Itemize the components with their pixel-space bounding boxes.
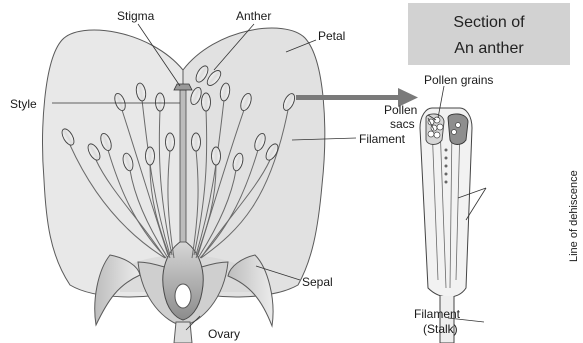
- label-pollen-grains: Pollen grains: [424, 73, 493, 87]
- section-title-line1: Section of: [453, 14, 525, 31]
- label-filament-stalk: Filament: [414, 307, 461, 321]
- style: [180, 90, 186, 242]
- label-line-of-dehiscence: Line of dehiscence: [568, 170, 580, 262]
- label-pollen: Pollen: [384, 103, 417, 117]
- label-stalk: (Stalk): [423, 322, 458, 336]
- label-stigma: Stigma: [117, 9, 155, 23]
- label-style: Style: [10, 97, 37, 111]
- section-title-line2: An anther: [454, 40, 524, 57]
- pedicel: [174, 322, 192, 343]
- label-petal: Petal: [318, 29, 345, 43]
- stigma: [174, 84, 192, 90]
- flower-section: Stigma Anther Petal Style Filament Sepal…: [10, 9, 406, 343]
- label-ovary: Ovary: [208, 327, 240, 341]
- ovule: [175, 284, 191, 308]
- label-sacs: sacs: [390, 117, 415, 131]
- anther-section: Section of An anther: [384, 3, 580, 343]
- label-anther: Anther: [236, 9, 271, 23]
- label-sepal: Sepal: [302, 275, 333, 289]
- label-filament: Filament: [359, 132, 406, 146]
- pollen-sac-right: [448, 114, 468, 145]
